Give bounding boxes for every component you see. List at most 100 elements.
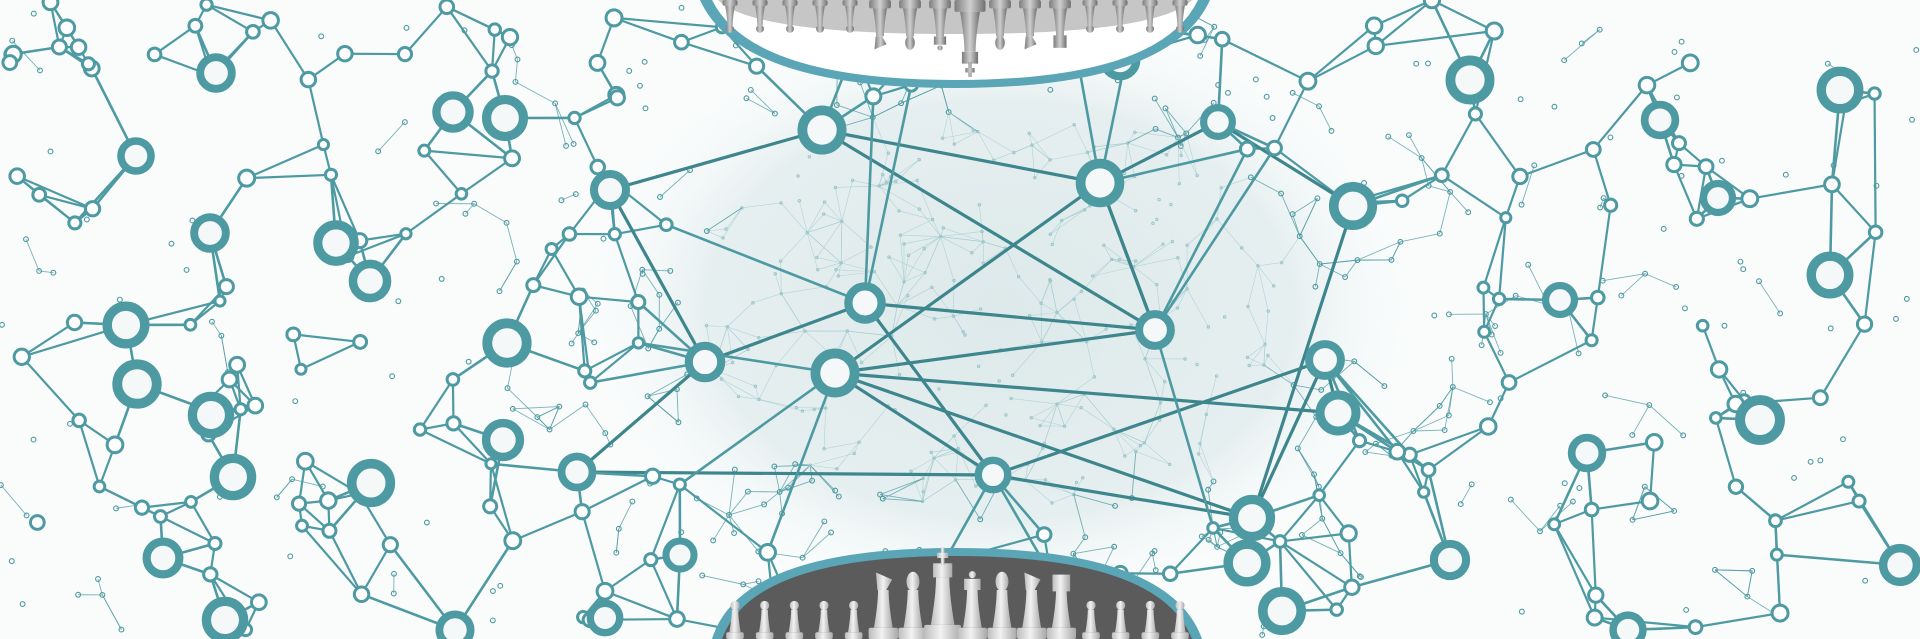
network-node	[83, 200, 102, 218]
mesh-link	[1388, 136, 1422, 159]
mesh-node	[941, 226, 946, 230]
network-node	[1343, 578, 1361, 596]
mesh-node	[287, 553, 294, 560]
mesh-link	[738, 396, 759, 400]
mesh-node	[1048, 232, 1053, 237]
mesh-link	[702, 575, 744, 585]
network-link	[246, 143, 324, 180]
network-link	[1714, 417, 1737, 488]
mesh-node	[917, 157, 921, 162]
mesh-link	[1567, 309, 1580, 354]
network-node	[672, 477, 687, 492]
mesh-link	[942, 112, 949, 139]
mesh-link	[948, 111, 974, 131]
mesh-node	[1436, 402, 1443, 409]
mesh-link	[512, 408, 550, 430]
mesh-link	[898, 210, 933, 220]
mesh-node	[1337, 550, 1344, 557]
network-link	[1427, 425, 1489, 471]
mesh-link	[291, 478, 323, 487]
mesh-node	[1737, 258, 1744, 265]
mesh-link	[903, 248, 925, 283]
network-node	[561, 226, 578, 242]
mesh-link	[727, 326, 749, 350]
mesh-node	[433, 200, 440, 207]
mesh-node	[751, 300, 755, 305]
mesh-node	[971, 128, 976, 132]
mesh-node	[922, 246, 926, 251]
mesh-link	[1186, 218, 1218, 246]
mesh-link	[1165, 108, 1187, 134]
mesh-link	[774, 273, 782, 294]
mesh-link	[706, 325, 728, 328]
mesh-node	[556, 403, 563, 410]
mesh-node	[1142, 440, 1147, 445]
network-node	[503, 149, 521, 168]
hub-node	[1328, 181, 1378, 231]
hub-node	[1878, 543, 1920, 587]
mesh-node	[546, 426, 553, 433]
network-node	[299, 70, 318, 89]
mesh-link	[802, 532, 832, 559]
network-link	[1375, 29, 1495, 48]
mesh-link	[1408, 134, 1423, 159]
mesh-link	[910, 457, 935, 472]
mesh-node	[1597, 204, 1604, 211]
mesh-node	[1561, 57, 1568, 64]
network-node	[604, 8, 624, 28]
network-link	[1672, 164, 1698, 220]
mesh-link	[1460, 484, 1473, 505]
network-node	[220, 370, 239, 389]
mesh-node	[756, 335, 761, 340]
mesh-link	[1144, 402, 1161, 443]
mesh-node	[1082, 534, 1089, 541]
mesh-node	[1431, 312, 1438, 319]
network-node	[183, 317, 198, 332]
mesh-link	[841, 180, 853, 222]
mesh-node	[637, 82, 643, 89]
mesh-link	[932, 219, 941, 237]
mesh-node	[981, 261, 986, 265]
network-link	[1307, 24, 1375, 83]
mesh-node	[1740, 266, 1747, 273]
mesh-link	[741, 202, 782, 209]
network-node	[1, 54, 19, 71]
mesh-link	[1261, 626, 1265, 636]
mesh-node	[850, 178, 855, 183]
hub-node	[142, 537, 184, 579]
network-link	[1831, 183, 1877, 233]
mesh-link	[647, 373, 688, 397]
network-node	[1637, 75, 1657, 95]
mesh-node	[497, 582, 504, 589]
network-node	[1188, 25, 1207, 45]
network-link	[578, 295, 639, 304]
network-node	[213, 294, 227, 308]
network-node	[228, 355, 247, 374]
mesh-node	[1646, 402, 1653, 408]
network-node	[1695, 318, 1710, 333]
hub-link	[1250, 205, 1355, 519]
mesh-node	[945, 109, 952, 116]
hub-node	[313, 220, 359, 266]
mesh-link	[1292, 213, 1301, 237]
hub-node	[196, 53, 236, 93]
bishop-piece-icon	[987, 571, 1017, 639]
network-node	[748, 57, 766, 75]
network-node	[381, 536, 399, 554]
mesh-node	[1492, 323, 1499, 329]
network-node	[316, 138, 331, 152]
mesh-link	[922, 478, 924, 502]
mesh-node	[1195, 173, 1199, 178]
hub-link	[1217, 120, 1354, 208]
mesh-link	[780, 261, 782, 294]
mesh-node	[395, 298, 402, 305]
mesh-link	[900, 219, 933, 236]
network-node	[1769, 547, 1784, 562]
mesh-node	[785, 484, 792, 491]
mesh-node	[116, 296, 123, 303]
bottom-chessboard	[712, 547, 1202, 639]
network-link	[613, 16, 722, 29]
mesh-node	[1247, 363, 1252, 368]
mesh-node	[747, 86, 754, 93]
mesh-node	[1410, 428, 1417, 434]
